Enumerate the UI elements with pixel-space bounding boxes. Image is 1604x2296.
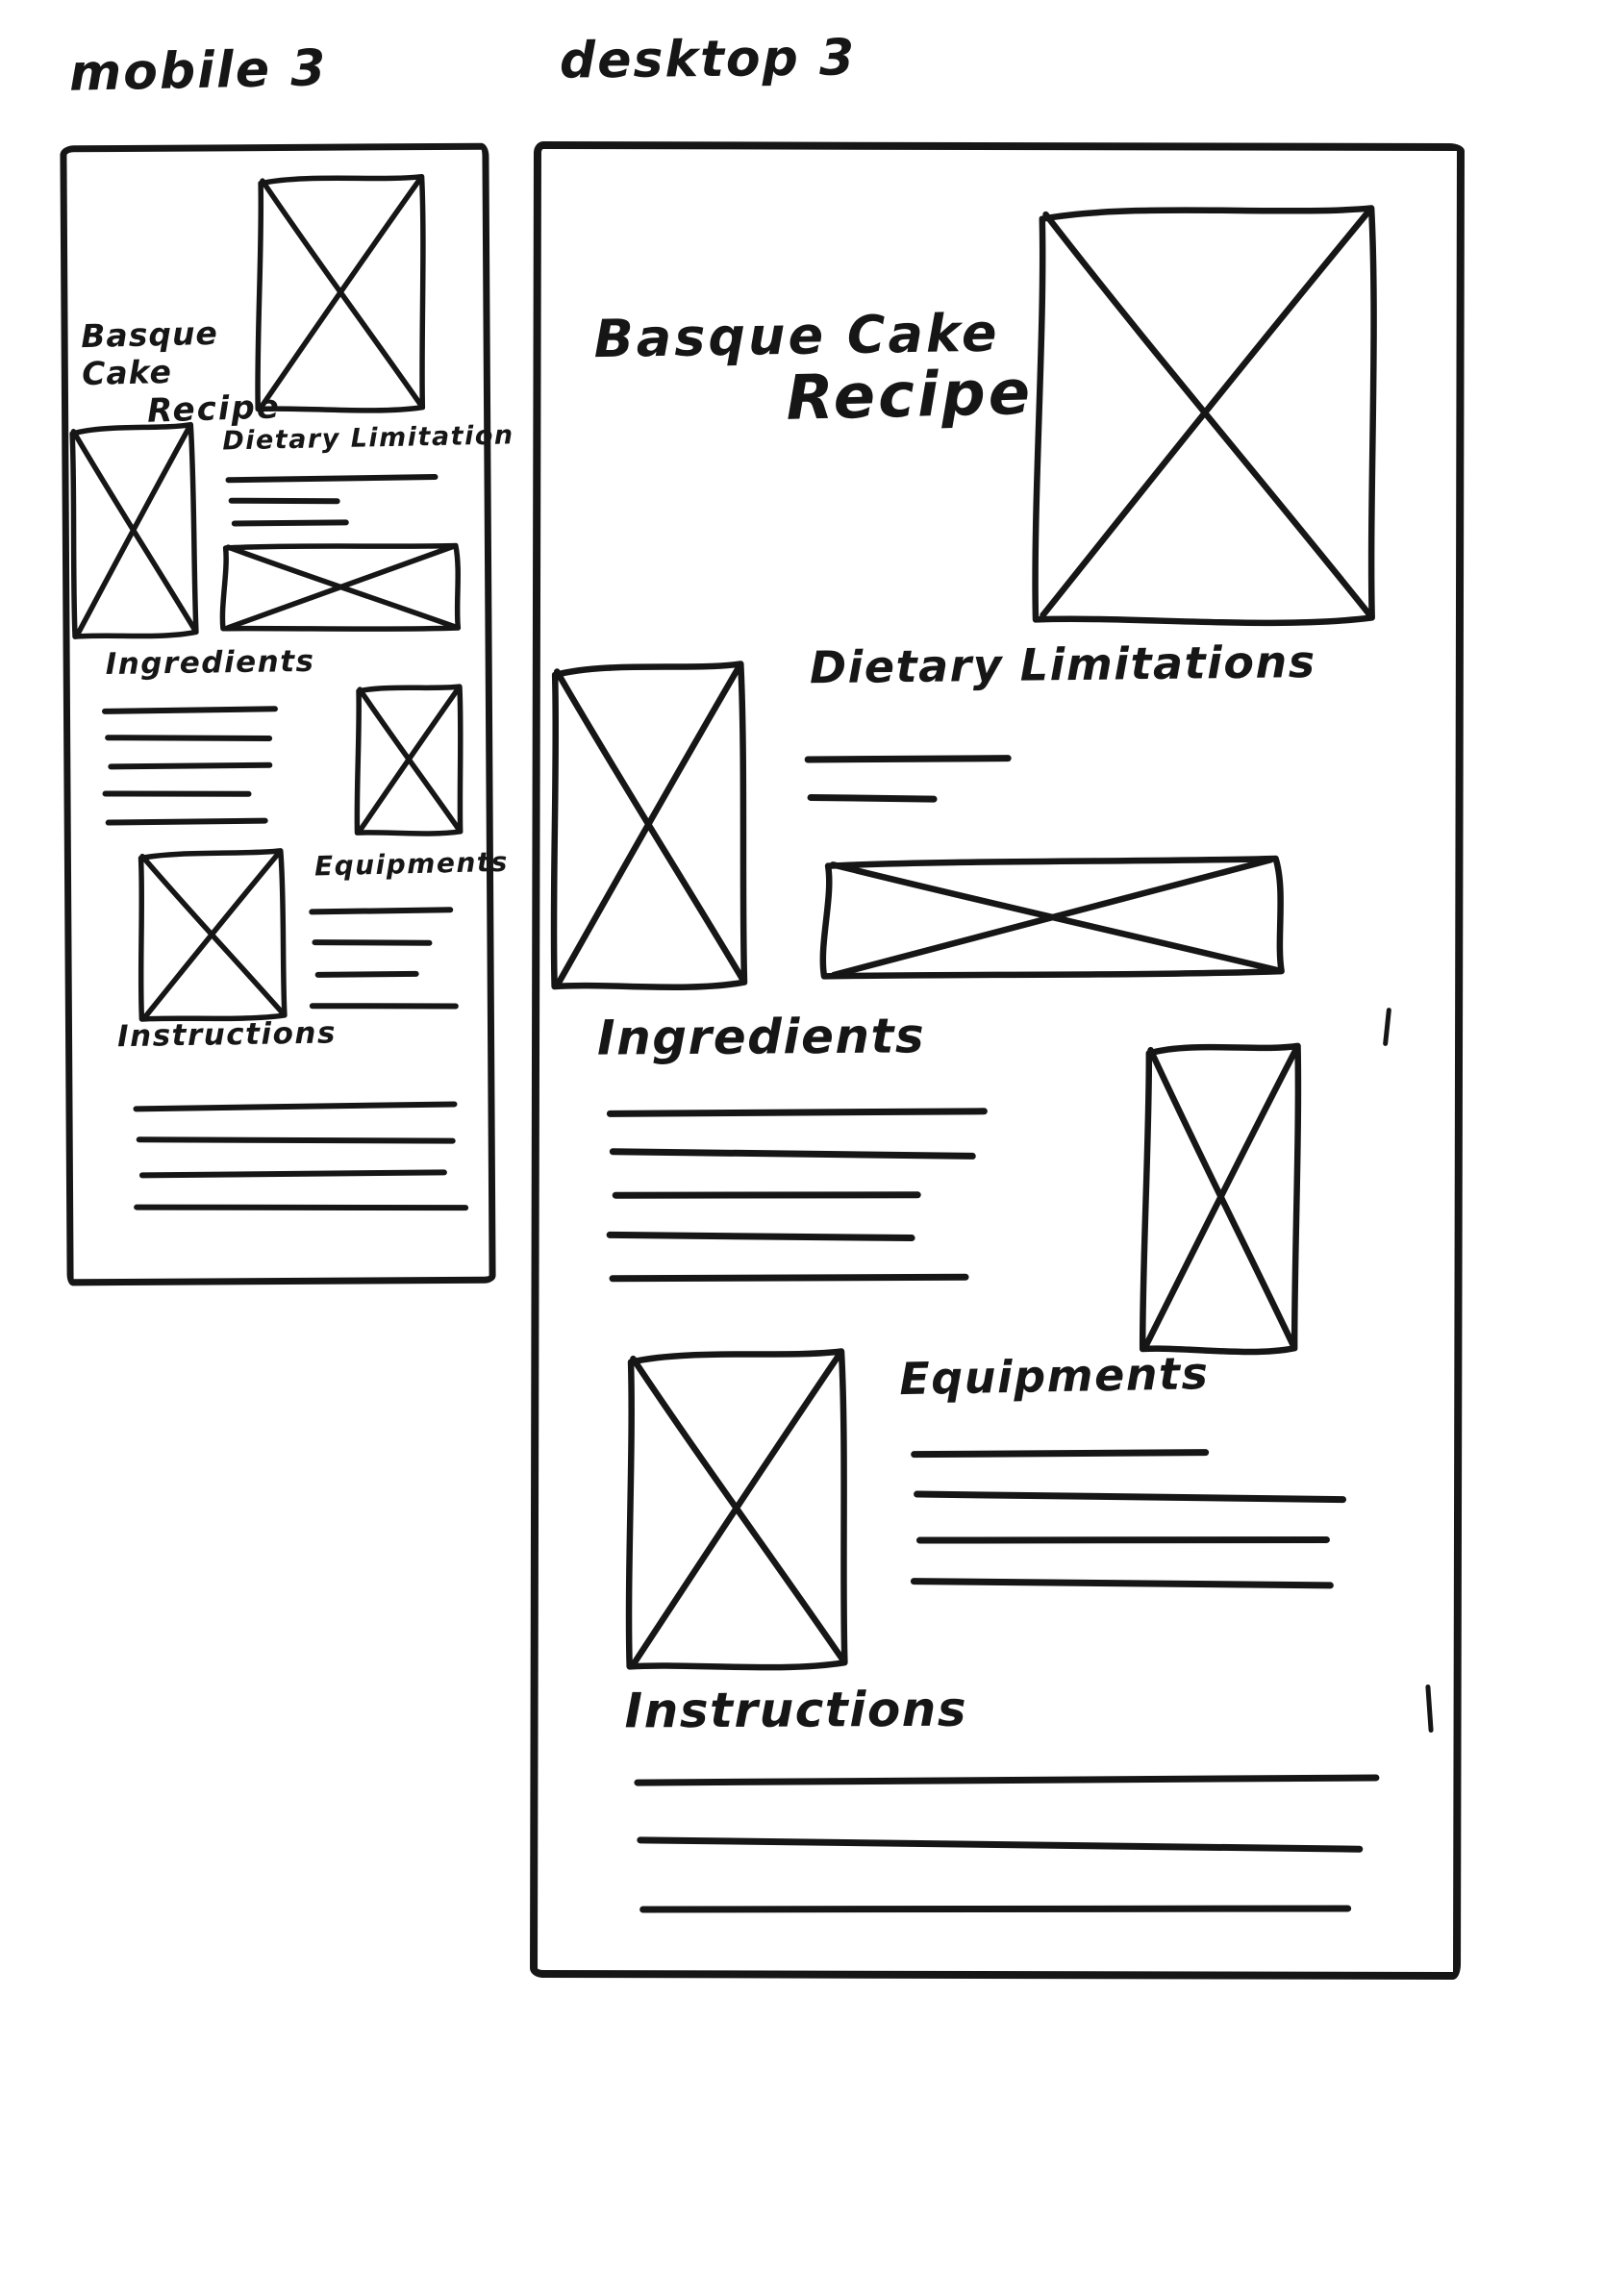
mobile-instructions-heading: Instructions xyxy=(116,1015,338,1055)
mobile-dietary-side-image-placeholder xyxy=(67,418,201,644)
mobile-ingredients-text-lines xyxy=(101,706,279,826)
text-line-stroke xyxy=(108,761,273,770)
text-line-stroke xyxy=(910,1578,1334,1589)
text-line-stroke xyxy=(807,793,938,803)
text-line-stroke xyxy=(312,939,433,946)
text-line-stroke xyxy=(102,790,252,797)
desktop-sketch-label: desktop 3 xyxy=(559,29,857,90)
desktop-dietary-side-image-placeholder xyxy=(547,654,751,997)
desktop-instructions-text-lines xyxy=(634,1774,1380,1913)
desktop-dietary-text-lines xyxy=(804,755,1012,803)
text-line-stroke xyxy=(915,1535,1330,1544)
desktop-dietary-heading: Dietary Limitations xyxy=(809,636,1316,694)
mobile-page-title: Basque Cake Recipe xyxy=(80,313,289,431)
text-line-stroke xyxy=(231,519,349,527)
desktop-equipments-side-image-placeholder xyxy=(621,1341,851,1677)
text-line-stroke xyxy=(612,1191,921,1199)
text-line-stroke xyxy=(606,1108,988,1117)
desktop-ingredients-text-lines xyxy=(606,1108,988,1283)
text-line-stroke xyxy=(134,1204,469,1211)
text-line-stroke xyxy=(138,1169,447,1179)
desktop-banner-image-placeholder xyxy=(809,855,1296,980)
mobile-wireframe-frame: Basque Cake Recipe Dietary Limitation In… xyxy=(60,142,514,1286)
text-line-stroke xyxy=(225,474,439,484)
text-line-stroke xyxy=(639,1905,1352,1913)
text-line-stroke xyxy=(309,907,454,915)
desktop-instructions-heading: Instructions xyxy=(624,1681,968,1739)
text-line-stroke xyxy=(136,1136,456,1144)
text-line-stroke xyxy=(804,755,1012,763)
text-line-stroke xyxy=(634,1774,1380,1786)
mobile-title-line1: Basque Cake xyxy=(80,313,219,393)
desktop-equipments-heading: Equipments xyxy=(898,1347,1210,1406)
desktop-wireframe-frame: Basque Cake Recipe Dietary Limitations I… xyxy=(530,140,1465,1981)
desktop-ingredients-side-image-placeholder xyxy=(1138,1034,1304,1361)
desktop-equipments-text-lines xyxy=(910,1449,1347,1589)
text-line-stroke xyxy=(228,497,340,505)
desktop-hero-image-placeholder xyxy=(1025,192,1386,636)
text-line-stroke xyxy=(105,817,268,826)
text-line-stroke xyxy=(105,735,273,741)
mobile-ingredients-side-image-placeholder xyxy=(354,682,464,837)
text-line-stroke xyxy=(609,1273,969,1283)
text-line-stroke xyxy=(609,1148,976,1160)
mobile-equipments-heading: Equipments xyxy=(313,845,510,883)
mobile-ingredients-heading: Ingredients xyxy=(105,643,315,683)
text-line-stroke xyxy=(314,970,419,978)
mobile-banner-image-placeholder xyxy=(215,542,465,631)
mobile-equipments-text-lines xyxy=(309,907,459,1010)
desktop-ingredients-heading: Ingredients xyxy=(596,1008,926,1066)
text-line-stroke xyxy=(637,1836,1364,1853)
mobile-dietary-heading: Dietary Limitation xyxy=(221,420,514,457)
mobile-equipments-side-image-placeholder xyxy=(135,845,289,1024)
text-line-stroke xyxy=(911,1449,1210,1459)
text-line-stroke xyxy=(133,1101,458,1112)
desktop-title-line2: Recipe xyxy=(785,357,1034,435)
mobile-sketch-label: mobile 3 xyxy=(68,39,328,103)
mobile-instructions-text-lines xyxy=(133,1101,469,1211)
text-line-stroke xyxy=(101,706,279,714)
text-line-stroke xyxy=(914,1490,1347,1504)
desktop-page-title: Basque Cake Recipe xyxy=(593,303,1034,435)
text-line-stroke xyxy=(309,1003,459,1010)
mobile-dietary-text-lines xyxy=(225,474,439,527)
text-line-stroke xyxy=(606,1231,915,1242)
